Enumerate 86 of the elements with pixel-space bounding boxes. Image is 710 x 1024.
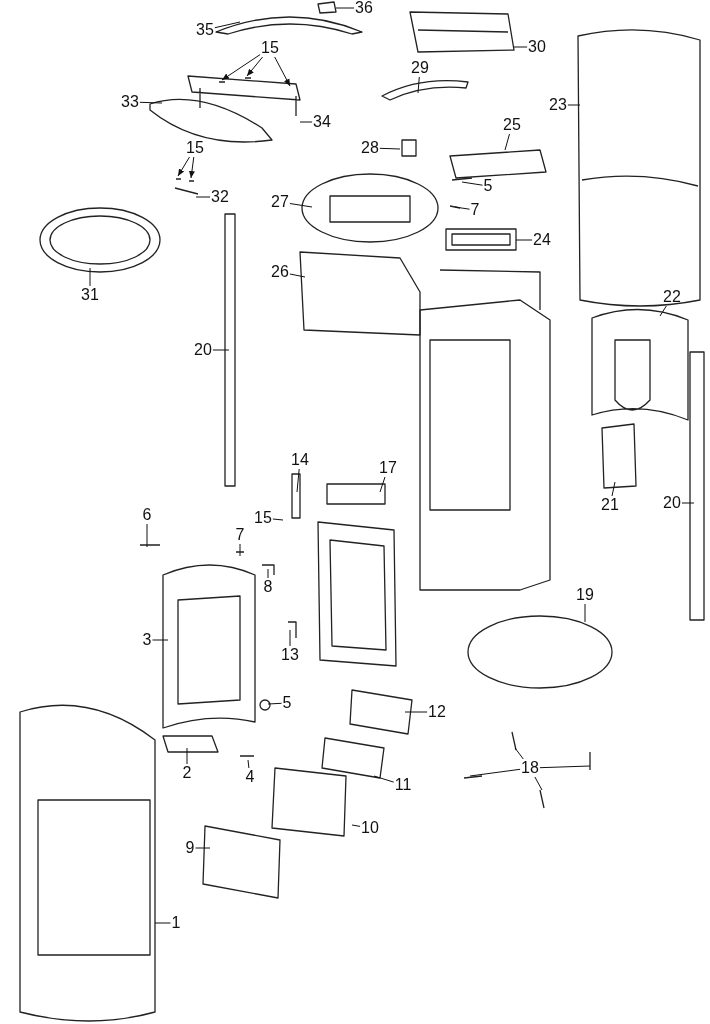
leader-line bbox=[177, 156, 190, 177]
leader-line bbox=[513, 46, 528, 48]
leader-line bbox=[373, 775, 395, 783]
callout-number: 7 bbox=[469, 201, 481, 219]
leader-line bbox=[289, 273, 306, 278]
callout-number: 10 bbox=[360, 819, 380, 837]
leader-line bbox=[274, 56, 291, 87]
leader-line bbox=[454, 206, 470, 210]
callout-number: 15 bbox=[260, 39, 280, 57]
leader-line bbox=[267, 568, 269, 579]
callout-number: 5 bbox=[281, 694, 293, 712]
callout-number: 4 bbox=[244, 768, 256, 786]
leader-line bbox=[195, 847, 211, 849]
callout-number: 7 bbox=[234, 526, 246, 544]
leader-line bbox=[154, 922, 171, 924]
leader-line bbox=[186, 747, 188, 765]
leader-line bbox=[289, 203, 313, 208]
callout-number: 14 bbox=[290, 451, 310, 469]
callout-number: 24 bbox=[532, 231, 552, 249]
leader-line bbox=[214, 21, 241, 29]
callout-number: 18 bbox=[520, 759, 540, 777]
callout-number: 15 bbox=[253, 509, 273, 527]
leader-line bbox=[152, 639, 169, 641]
leader-line bbox=[272, 518, 284, 521]
callout-number: 13 bbox=[280, 646, 300, 664]
leader-line bbox=[379, 147, 401, 150]
leader-line bbox=[567, 104, 581, 106]
callout-number: 27 bbox=[270, 193, 290, 211]
callout-number: 25 bbox=[502, 116, 522, 134]
callout-number: 31 bbox=[80, 286, 100, 304]
leader-line bbox=[146, 523, 148, 548]
callout-number: 33 bbox=[120, 93, 140, 111]
callout-number: 20 bbox=[662, 494, 682, 512]
leader-line bbox=[534, 776, 543, 791]
callout-number: 12 bbox=[427, 703, 447, 721]
callout-number: 36 bbox=[354, 0, 374, 17]
callout-number: 17 bbox=[378, 459, 398, 477]
callout-number: 23 bbox=[548, 96, 568, 114]
leader-line bbox=[514, 747, 524, 760]
leader-line bbox=[246, 56, 264, 77]
leader-line bbox=[335, 7, 355, 9]
leader-line bbox=[239, 543, 241, 557]
leader-line bbox=[139, 101, 163, 104]
leader-line bbox=[195, 196, 211, 198]
leader-line bbox=[611, 481, 616, 497]
callout-number: 8 bbox=[262, 578, 274, 596]
callout-number: 26 bbox=[270, 263, 290, 281]
leader-line bbox=[289, 629, 291, 647]
leader-line bbox=[299, 121, 313, 123]
callout-number: 30 bbox=[527, 38, 547, 56]
callout-number: 28 bbox=[360, 139, 380, 157]
callout-number: 22 bbox=[662, 288, 682, 306]
callout-number: 29 bbox=[410, 59, 430, 77]
callout-number: 9 bbox=[184, 839, 196, 857]
leader-line bbox=[188, 156, 195, 179]
callout-number: 34 bbox=[312, 113, 332, 131]
leader-line bbox=[351, 824, 361, 827]
callout-number: 20 bbox=[193, 341, 213, 359]
leader-line bbox=[247, 759, 250, 769]
leader-line bbox=[469, 768, 521, 777]
leader-line bbox=[539, 765, 591, 769]
callout-number: 1 bbox=[170, 914, 182, 932]
callout-number: 32 bbox=[210, 188, 230, 206]
leader-line bbox=[504, 133, 510, 151]
callout-number: 19 bbox=[575, 586, 595, 604]
leader-line bbox=[379, 476, 386, 493]
leader-line bbox=[221, 54, 261, 81]
leader-line bbox=[212, 349, 230, 351]
leader-line bbox=[659, 305, 667, 317]
leader-line bbox=[584, 603, 586, 623]
leader-line bbox=[89, 267, 91, 287]
callout-number: 6 bbox=[141, 506, 153, 524]
callout-number: 35 bbox=[195, 21, 215, 39]
leader-line bbox=[296, 468, 300, 493]
callout-number: 3 bbox=[141, 631, 153, 649]
callout-number: 2 bbox=[181, 764, 193, 782]
callout-number: 21 bbox=[600, 496, 620, 514]
leader-line bbox=[461, 181, 483, 186]
leader-line bbox=[404, 711, 428, 713]
leader-line bbox=[515, 239, 533, 241]
leader-line bbox=[681, 502, 695, 504]
callout-number: 11 bbox=[393, 776, 413, 794]
callout-number: 5 bbox=[482, 177, 494, 195]
leader-line bbox=[267, 702, 282, 705]
callout-number: 15 bbox=[185, 139, 205, 157]
leader-line bbox=[417, 76, 420, 94]
